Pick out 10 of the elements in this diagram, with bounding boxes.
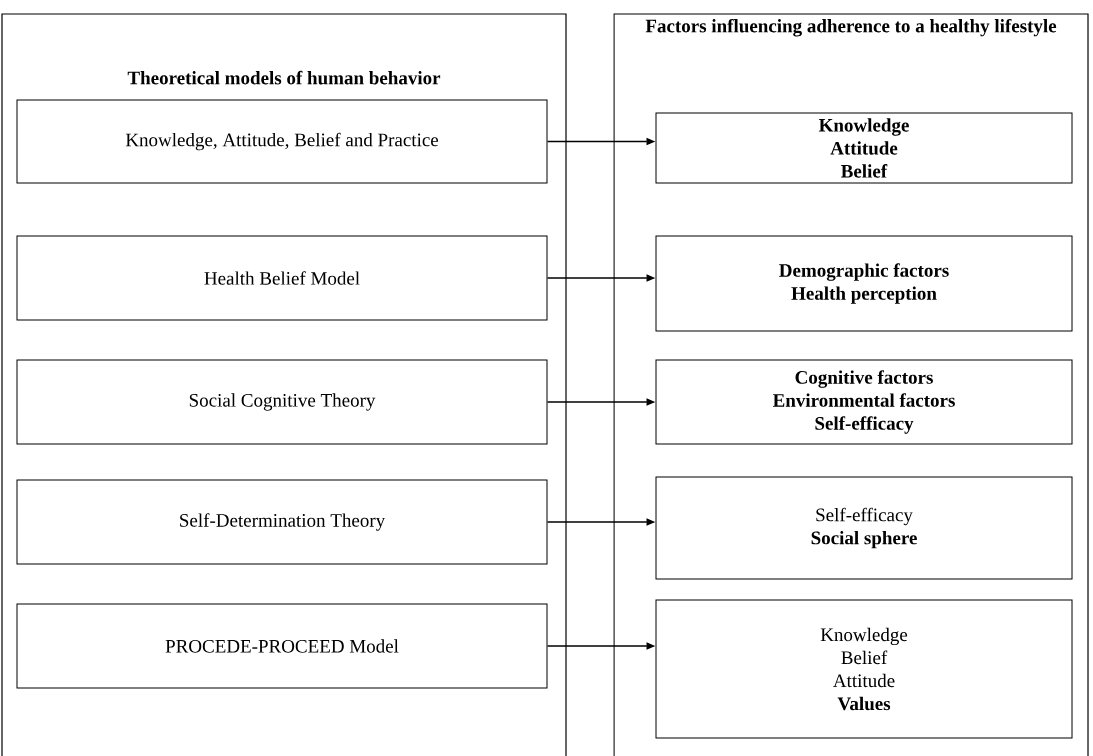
model-box: Health Belief Model [16, 235, 548, 321]
model-box: Knowledge Belief Attitude Values [655, 599, 1073, 739]
model-box: Knowledge Attitude Belief [655, 112, 1073, 184]
model-box: Self-efficacy Social sphere [655, 476, 1073, 580]
model-box: Demographic factors Health perception [655, 235, 1073, 332]
model-box: Social Cognitive Theory [16, 359, 548, 445]
model-box: PROCEDE-PROCEED Model [16, 603, 548, 689]
model-box: Self-Determination Theory [16, 479, 548, 565]
model-box: Knowledge, Attitude, Belief and Practice [16, 99, 548, 184]
model-box: Cognitive factors Environmental factors Self-efficacy [655, 359, 1073, 445]
